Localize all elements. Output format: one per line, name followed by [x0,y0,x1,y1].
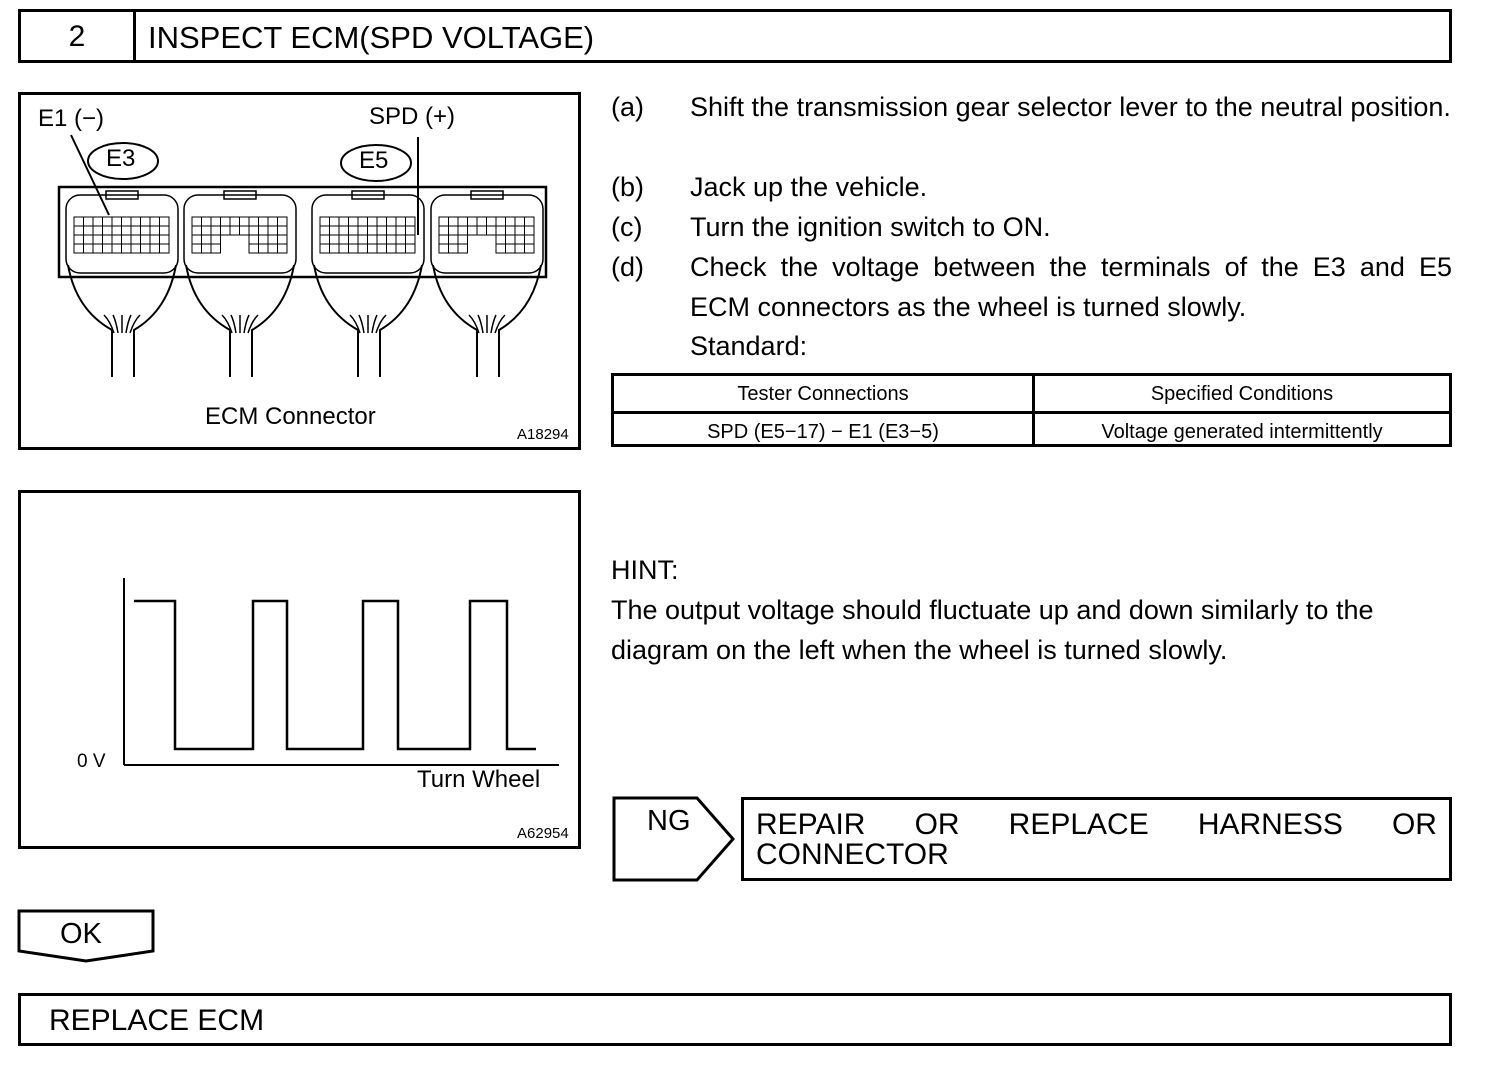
ng-label: NG [647,805,691,837]
connector-block [311,190,425,274]
figure-id: A18294 [517,426,569,443]
ok-label: OK [60,918,102,950]
wire-harness [67,264,177,377]
ecm-connector-illustration [57,134,548,377]
connector-block [183,190,297,274]
step-number: 2 [21,12,136,60]
wire-harness [313,264,423,377]
e1-terminal-label: E1 (−) [38,105,105,132]
e1-leader-line [70,134,110,216]
turn-wheel-label: Turn Wheel [417,766,541,793]
e5-oval [340,144,412,182]
spd-terminal-label: SPD (+) [369,103,456,130]
final-action-box: REPLACE ECM [18,993,1452,1046]
table-header: Specified Conditions [1150,383,1334,405]
zero-volt-label: 0 V [77,751,106,772]
step-title: INSPECT ECM(SPD VOLTAGE) [148,20,595,55]
table-cell: Voltage generated intermittently [1101,421,1383,443]
ng-result-box: REPAIR OR REPLACE HARNESS OR CONNECTOR [741,797,1452,881]
ng-arrow-shape [612,796,735,882]
figure-caption: ECM Connector [205,403,376,430]
figure-id: A62954 [517,825,569,842]
hint-text: The output voltage should fluctuate up a… [611,595,1374,625]
connector-housing [57,185,548,279]
e5-connector-label: E5 [359,147,389,174]
hint-label: HINT: [611,555,679,585]
connector-block [430,190,544,274]
waveform-figure: 0 V Turn Wheel A62954 [18,490,581,849]
waveform-graph [123,578,559,766]
e3-oval [87,142,159,180]
ecm-connector-figure: E1 (−) SPD (+) E3 E5 ECM Connector A1829… [18,92,581,450]
table-header: Tester Connections [737,383,909,405]
step-header: 2 INSPECT ECM(SPD VOLTAGE) [18,9,1452,63]
wire-harness [185,264,295,377]
standard-table: Tester Connections Specified Conditions … [611,373,1452,447]
hint-text: diagram on the left when the wheel is tu… [611,635,1228,665]
pulse-waveform [134,599,536,751]
ng-result-line2: CONNECTOR [756,838,949,871]
standard-label: Standard: [690,331,808,361]
ok-arrow-shape [17,909,155,963]
e3-connector-label: E3 [106,145,136,172]
wire-harness [432,264,542,377]
ng-result-line1: REPAIR OR REPLACE HARNESS OR [756,808,1437,841]
table-cell: SPD (E5−17) − E1 (E3−5) [707,421,939,443]
connector-block [65,190,179,274]
final-action-text: REPLACE ECM [49,1004,265,1037]
